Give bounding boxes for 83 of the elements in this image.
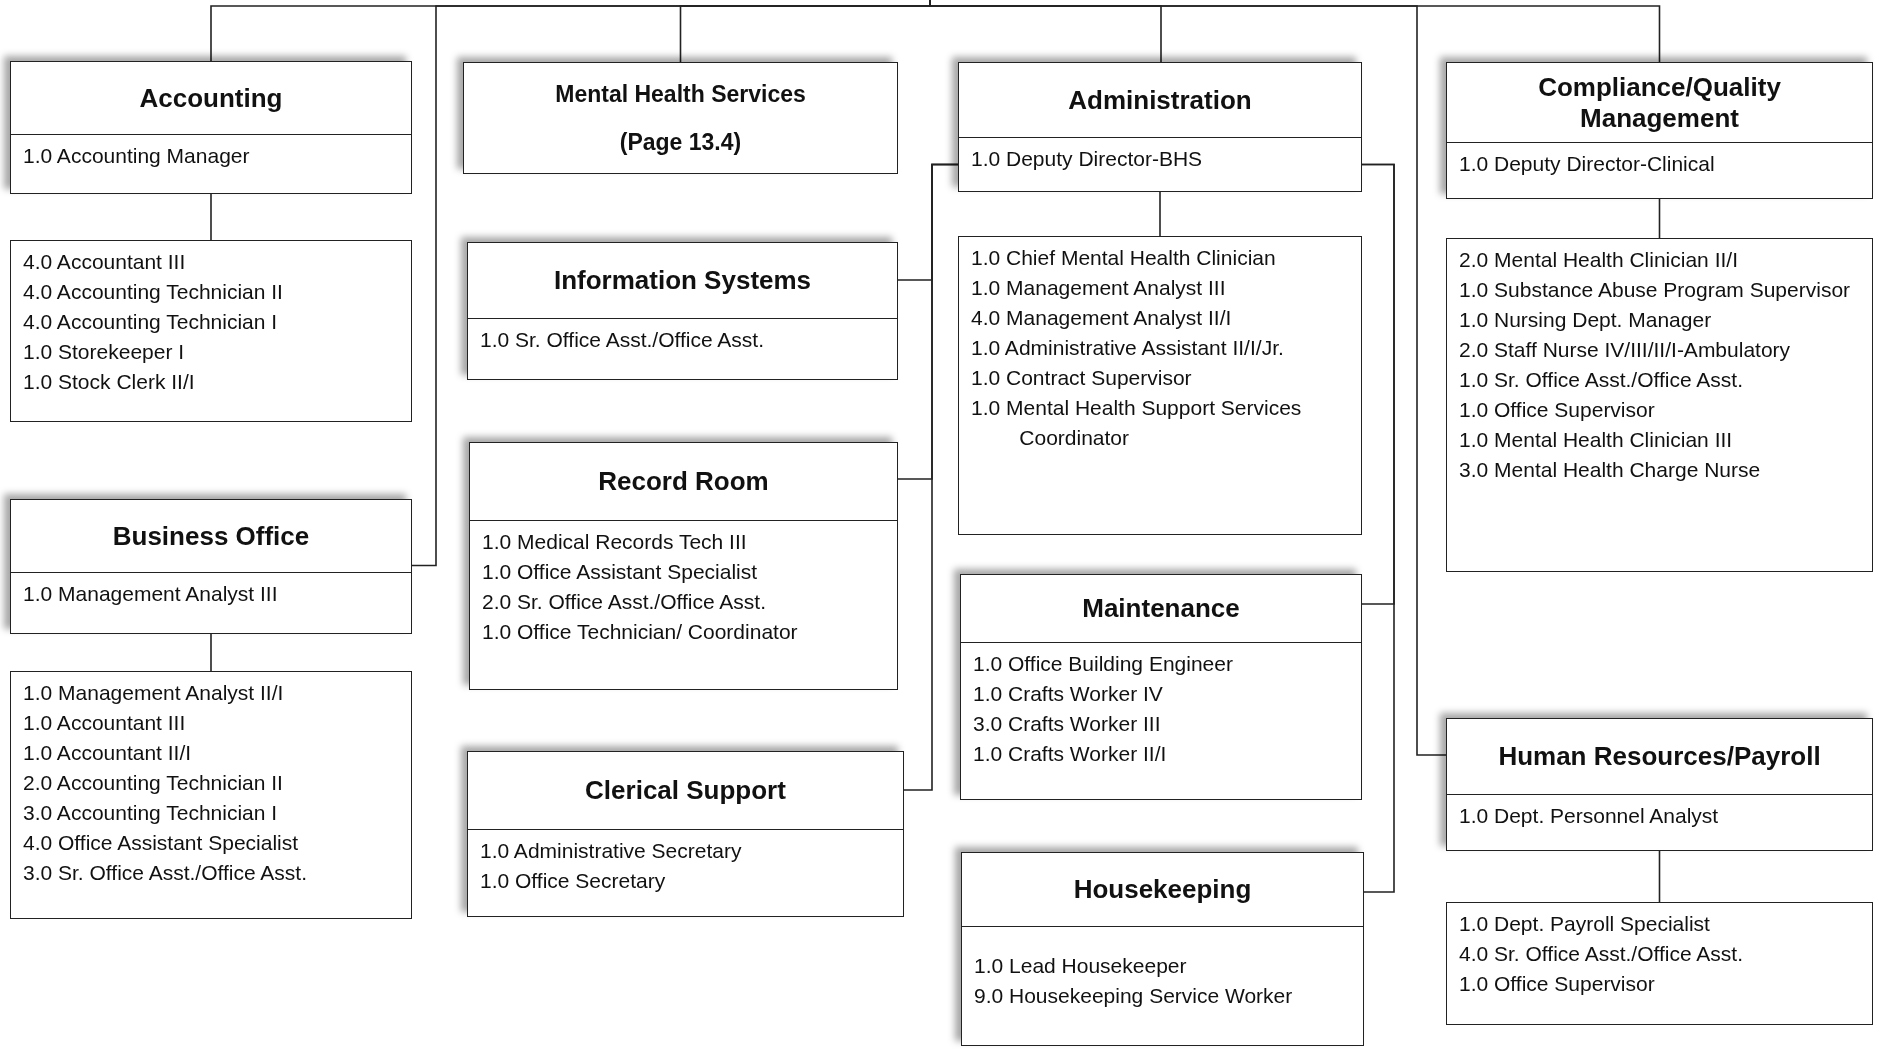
connector-line (210, 193, 212, 241)
department-title: Maintenance (961, 575, 1361, 643)
department-box (467, 242, 898, 380)
position-entry: 1.0 Office Supervisor (1459, 971, 1656, 997)
department-title: Compliance/Quality Management (1447, 63, 1872, 143)
position-entry: 4.0 Sr. Office Asst./Office Asst. (1459, 941, 1744, 967)
position-entry: 1.0 Lead Housekeeper (974, 953, 1188, 979)
staff-box (10, 671, 412, 919)
staff-box (1446, 238, 1873, 572)
department-box (960, 574, 1362, 800)
position-entry: 1.0 Dept. Payroll Specialist (1459, 911, 1711, 937)
position-entry: 4.0 Accounting Technician II (23, 279, 284, 305)
position-entry: 1.0 Office Building Engineer (973, 651, 1234, 677)
position-entry: 1.0 Crafts Worker IV (973, 681, 1164, 707)
department-title: Human Resources/Payroll (1447, 719, 1872, 795)
position-entry: 1.0 Contract Supervisor (971, 365, 1193, 391)
position-entry: 1.0 Management Analyst III (971, 275, 1227, 301)
connector-line (929, 0, 1661, 63)
position-entry: 1.0 Accountant II/I (23, 740, 193, 766)
position-entry: 1.0 Office Supervisor (1459, 397, 1656, 423)
position-entry: 4.0 Accountant III (23, 249, 187, 275)
unit-title: (Page 13.4) (618, 128, 743, 156)
department-title: Clerical Support (468, 752, 903, 830)
connector-line (1159, 191, 1161, 237)
position-entry: 9.0 Housekeeping Service Worker (974, 983, 1294, 1009)
department-box (10, 61, 412, 194)
position-entry: 2.0 Staff Nurse IV/III/II/I-Ambulatory (1459, 337, 1792, 363)
position-entry: 1.0 Accounting Manager (23, 143, 251, 169)
connector-line (1658, 198, 1661, 239)
staff-box (1446, 902, 1873, 1025)
department-box (958, 62, 1362, 192)
department-box (1446, 718, 1873, 851)
department-box (467, 751, 904, 917)
position-entry: 1.0 Deputy Director-BHS (971, 146, 1204, 172)
department-title: Information Systems (468, 243, 897, 319)
position-entry: 2.0 Mental Health Clinician II/I (1459, 247, 1739, 273)
position-entry: 3.0 Sr. Office Asst./Office Asst. (23, 860, 308, 886)
connector-line (210, 633, 212, 672)
department-box (1446, 62, 1873, 199)
position-entry: 1.0 Mental Health Clinician III (1459, 427, 1734, 453)
position-entry: 1.0 Office Secretary (480, 868, 667, 894)
position-entry: 1.0 Mental Health Support Services Coordinator (971, 395, 1303, 451)
department-title: Business Office (11, 500, 411, 573)
position-entry: 4.0 Office Assistant Specialist (23, 830, 300, 856)
position-entry: 1.0 Storekeeper I (23, 339, 186, 365)
position-entry: 1.0 Crafts Worker II/I (973, 741, 1168, 767)
position-entry: 1.0 Dept. Personnel Analyst (1459, 803, 1720, 829)
position-entry: 4.0 Management Analyst II/I (971, 305, 1233, 331)
position-entry: 3.0 Mental Health Charge Nurse (1459, 457, 1762, 483)
position-entry: 2.0 Sr. Office Asst./Office Asst. (482, 589, 767, 615)
position-entry: 2.0 Accounting Technician II (23, 770, 284, 796)
position-entry: 1.0 Management Analyst II/I (23, 680, 285, 706)
department-box (469, 442, 898, 690)
position-entry: 1.0 Office Technician/ Coordinator (482, 619, 799, 645)
position-entry: 1.0 Deputy Director-Clinical (1459, 151, 1716, 177)
connector-line (1658, 850, 1661, 903)
staff-box (10, 240, 412, 422)
position-entry: 1.0 Sr. Office Asst./Office Asst. (1459, 367, 1744, 393)
position-entry: 1.0 Substance Abuse Program Supervisor (1459, 277, 1852, 303)
position-entry: 4.0 Accounting Technician I (23, 309, 279, 335)
department-box (10, 499, 412, 634)
position-entry: 1.0 Office Assistant Specialist (482, 559, 759, 585)
staff-box (958, 236, 1362, 535)
position-entry: 1.0 Medical Records Tech III (482, 529, 748, 555)
position-entry: 1.0 Accountant III (23, 710, 187, 736)
position-entry: 1.0 Management Analyst III (23, 581, 279, 607)
department-title: Record Room (470, 443, 897, 521)
connector-line (903, 163, 959, 791)
position-entry: 1.0 Stock Clerk II/I (23, 369, 196, 395)
position-entry: 1.0 Administrative Secretary (480, 838, 743, 864)
position-entry: 1.0 Chief Mental Health Clinician (971, 245, 1277, 271)
unit-box (463, 62, 898, 174)
connector-line (1361, 163, 1395, 893)
unit-title: Mental Health Services (554, 80, 807, 108)
position-entry: 3.0 Accounting Technician I (23, 800, 279, 826)
position-entry: 3.0 Crafts Worker III (973, 711, 1162, 737)
department-box (961, 852, 1364, 1046)
department-title: Housekeeping (962, 853, 1363, 927)
department-title: Administration (959, 63, 1361, 138)
position-entry: 1.0 Nursing Dept. Manager (1459, 307, 1713, 333)
position-entry: 1.0 Sr. Office Asst./Office Asst. (480, 327, 765, 353)
department-title: Accounting (11, 62, 411, 135)
position-entry: 1.0 Administrative Assistant II/I/Jr. (971, 335, 1285, 361)
